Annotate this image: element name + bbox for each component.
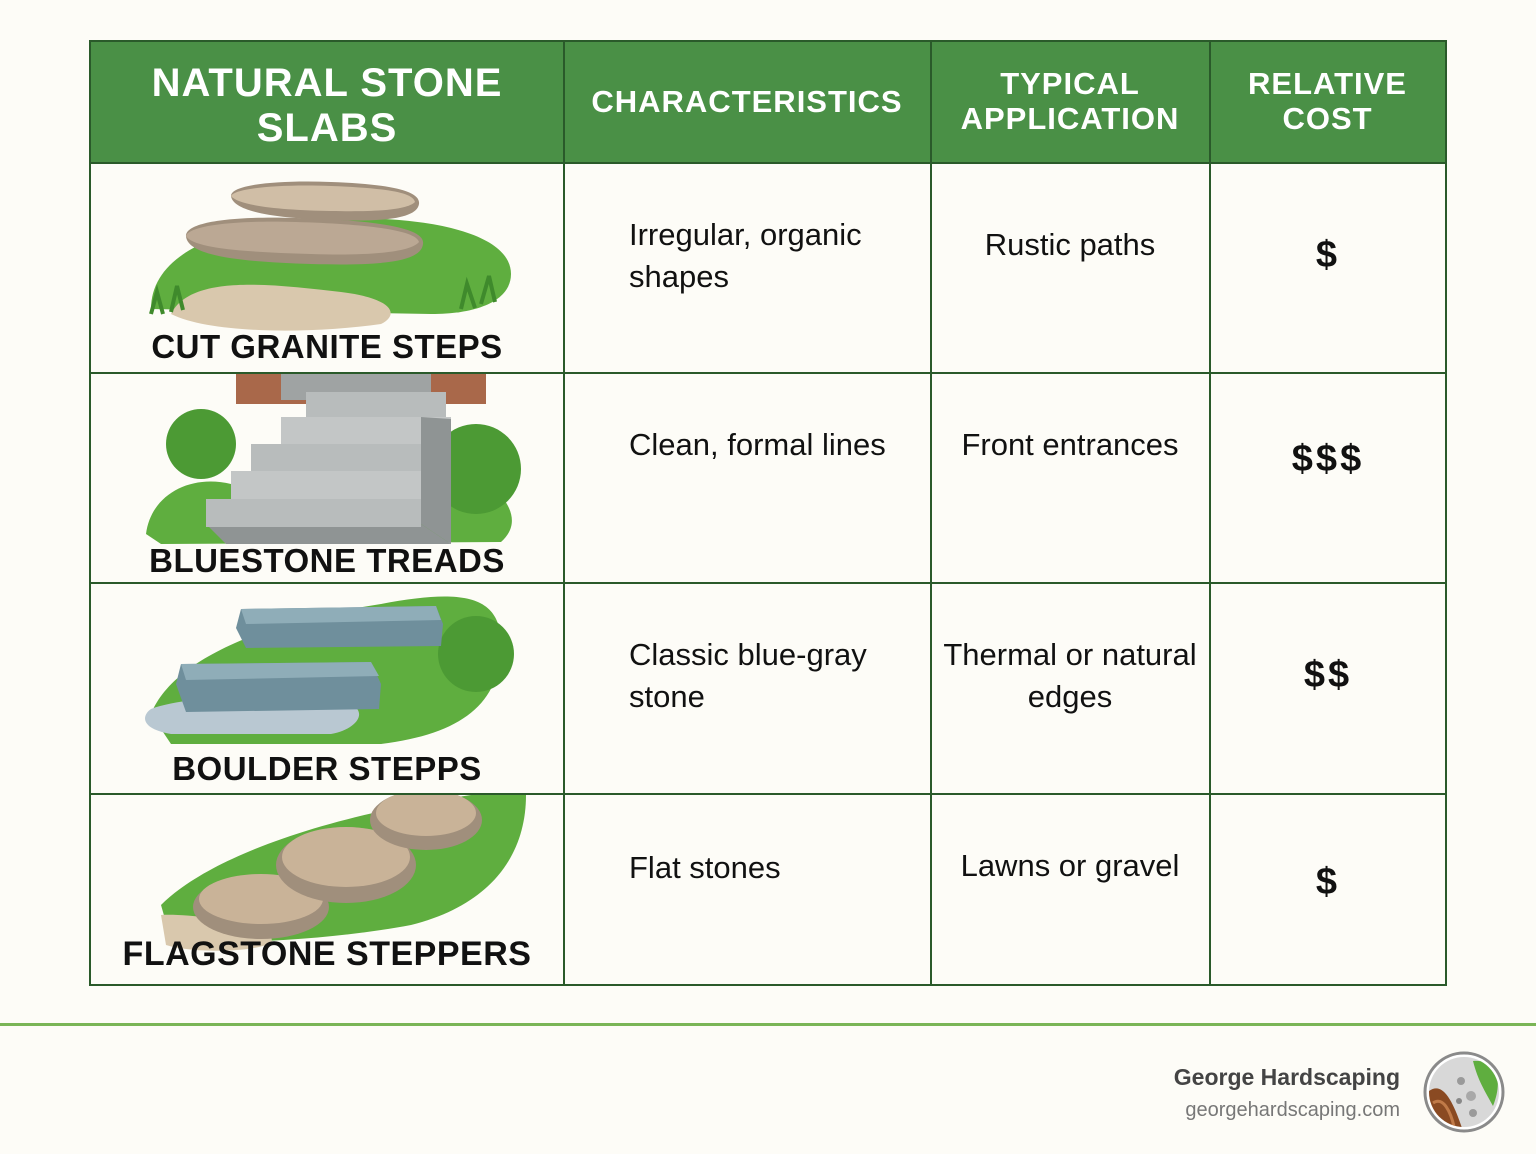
column-divider bbox=[930, 42, 932, 984]
table-row: BLUESTONE TREADS Clean, formal lines Fro… bbox=[91, 374, 1445, 582]
slab-name: BOULDER STEPPS bbox=[172, 750, 482, 787]
stone-comparison-table: NATURAL STONE SLABS CHARACTERISTICS TYPI… bbox=[89, 40, 1447, 986]
cost-cell: $$$ bbox=[1291, 438, 1365, 480]
brand-url: georgehardscaping.com bbox=[1185, 1099, 1400, 1121]
characteristics-cell: Flat stones bbox=[629, 850, 781, 885]
header-characteristics: CHARACTERISTICS bbox=[591, 83, 903, 119]
header-natural-stone-slabs: NATURAL STONE SLABS bbox=[151, 61, 503, 150]
header-relative-cost: RELATIVE COST bbox=[1248, 66, 1407, 136]
cost-cell: $ bbox=[1315, 234, 1341, 276]
table-row: BOULDER STEPPS Classic blue-gray stone T… bbox=[91, 584, 1445, 793]
cost-cell: $$ bbox=[1303, 654, 1353, 696]
row-divider bbox=[91, 372, 1445, 374]
application-cell: Lawns or gravel bbox=[960, 848, 1180, 883]
brand-name: George Hardscaping bbox=[1173, 1064, 1400, 1090]
slab-name: CUT GRANITE STEPS bbox=[151, 328, 503, 365]
boulder-steps-illustration bbox=[145, 596, 514, 744]
slab-name: BLUESTONE TREADS bbox=[149, 542, 505, 579]
application-cell: Thermal or natural edges bbox=[943, 637, 1197, 714]
table-header: NATURAL STONE SLABS CHARACTERISTICS TYPI… bbox=[91, 42, 1445, 162]
flagstone-steppers-illustration bbox=[161, 795, 526, 951]
slab-name: FLAGSTONE STEPPERS bbox=[122, 935, 532, 973]
characteristics-cell: Classic blue-gray stone bbox=[629, 637, 867, 714]
bluestone-treads-illustration bbox=[146, 374, 521, 544]
application-cell: Rustic paths bbox=[984, 227, 1156, 262]
george-hardscaping-logo-icon bbox=[1423, 1051, 1505, 1133]
row-divider bbox=[91, 582, 1445, 584]
row-divider bbox=[91, 162, 1445, 164]
cost-cell: $ bbox=[1315, 861, 1341, 903]
application-cell: Front entrances bbox=[961, 427, 1179, 462]
characteristics-cell: Clean, formal lines bbox=[629, 427, 886, 462]
table-row: CUT GRANITE STEPS Irregular, organic sha… bbox=[91, 164, 1445, 372]
brand-block: George Hardscaping georgehardscaping.com bbox=[1174, 1064, 1400, 1122]
characteristics-cell: Irregular, organic shapes bbox=[629, 217, 862, 294]
column-divider bbox=[1209, 42, 1211, 984]
column-divider bbox=[563, 42, 565, 984]
row-divider bbox=[91, 793, 1445, 795]
table-row: FLAGSTONE STEPPERS Flat stones Lawns or … bbox=[91, 795, 1445, 986]
cut-granite-steps-illustration bbox=[149, 181, 511, 331]
header-typical-application: TYPICAL APPLICATION bbox=[960, 66, 1180, 136]
footer-divider bbox=[0, 1023, 1536, 1026]
